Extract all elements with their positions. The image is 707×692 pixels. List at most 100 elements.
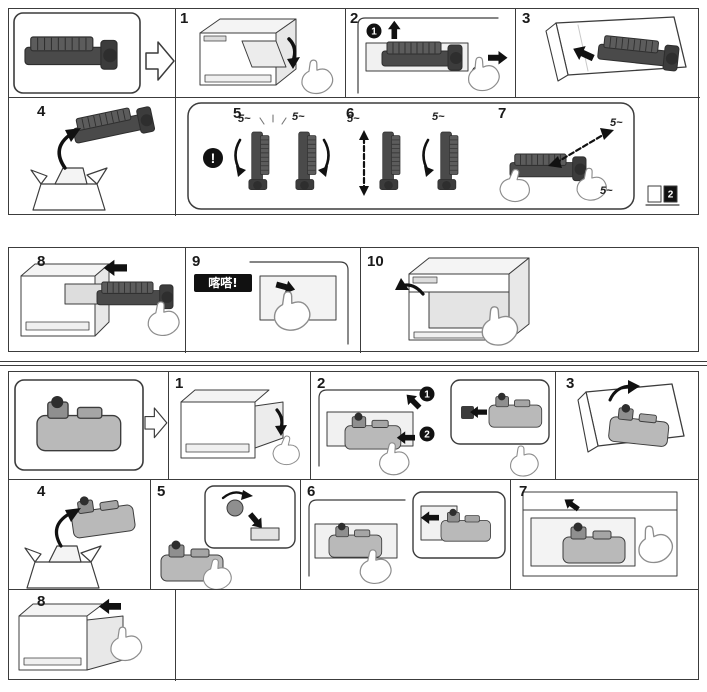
waste-toner-box-illustration	[68, 489, 137, 540]
install-detail-inset	[412, 491, 506, 559]
waste-steps-row-1: 1 2 1	[8, 371, 700, 481]
step-number: 6	[307, 483, 316, 500]
step-badge-1: 1	[419, 386, 435, 402]
shake-count-label: 5~	[432, 111, 445, 123]
svg-text:喀嗒!: 喀嗒!	[208, 275, 237, 290]
page-reference-icon: 2	[645, 185, 680, 206]
step-number: 5	[157, 483, 166, 500]
panel-waste-step-3: 3	[556, 372, 700, 481]
unpack-arrowhead	[65, 128, 81, 142]
open-direction-arrowhead	[287, 57, 300, 69]
panel-waste-step-6: 6	[301, 480, 511, 591]
step-number: 4	[37, 483, 46, 500]
pull-out-arrow-icon	[488, 51, 508, 65]
panel-toner-steps-5-6-7: 5 6 7 ! 5~ 5~	[176, 98, 700, 216]
panel-toner-step-8: 8	[9, 248, 186, 353]
step-number: 9	[192, 253, 201, 270]
step-badge-1: 1	[366, 23, 382, 39]
shake-sparks	[259, 114, 287, 125]
step-number: 2	[350, 10, 359, 27]
toner-cartridge-illustration	[381, 41, 463, 71]
printer-illustration	[199, 18, 297, 86]
close-arrow-icon	[98, 598, 121, 614]
front-cover-open	[241, 40, 287, 68]
step-number: 3	[566, 375, 575, 392]
unpack-arrow	[57, 132, 73, 170]
printer-frame	[308, 499, 406, 577]
shake-count-label: 5~	[610, 117, 623, 129]
section-separator	[0, 361, 707, 366]
packaging-box	[24, 545, 102, 589]
packaging-box	[30, 167, 108, 211]
printer-frame	[249, 261, 349, 345]
step-number: 7	[519, 483, 528, 500]
shake-step-5-illustration: 5~ 5~	[234, 111, 330, 190]
svg-text:2: 2	[668, 190, 674, 201]
svg-text:2: 2	[424, 430, 430, 441]
shake-count-label: 5~	[600, 185, 613, 197]
panel-waste-step-2: 2 1 2	[311, 372, 556, 481]
panel-toner-step-4: 4	[9, 98, 176, 216]
step-badge-2: 2	[419, 426, 435, 442]
toner-steps-bottom-block: 8 9 喀嗒!	[8, 247, 700, 353]
toner-cartridge-illustration	[24, 36, 118, 70]
proceed-arrow-icon	[144, 407, 168, 439]
step-3-illustration	[545, 16, 687, 82]
panel-toner-step-9: 9 喀嗒!	[186, 248, 361, 353]
waste-step-6-illustration	[308, 491, 506, 587]
step-8-illustration	[20, 259, 182, 339]
waste-step-3-illustration	[577, 380, 685, 453]
proceed-arrow-icon	[145, 41, 175, 81]
cap-detail-inset	[204, 485, 296, 549]
open-direction-arrowhead	[275, 425, 287, 436]
waste-intro-illustration	[14, 379, 168, 471]
waste-step-4-illustration	[24, 489, 137, 589]
cap	[226, 499, 244, 517]
hand-icon	[296, 55, 337, 98]
close-arrowhead	[395, 278, 409, 290]
step-1-illustration	[199, 18, 337, 98]
panel-waste-intro	[9, 372, 169, 481]
unpack-arrow	[54, 512, 71, 548]
release-arrow-icon	[388, 20, 401, 39]
printer-illustration	[180, 389, 284, 459]
panel-waste-step-1: 1	[169, 372, 311, 481]
panel-toner-step-10: 10	[361, 248, 700, 353]
step-10-illustration	[395, 257, 530, 351]
printer-illustration	[18, 603, 124, 671]
step-number: 8	[37, 593, 46, 610]
waste-steps-row-2: 4 5	[8, 479, 700, 591]
waste-step-5-illustration	[160, 485, 296, 591]
shake-count-label: 5~	[238, 113, 251, 125]
printer-illustration	[20, 263, 110, 337]
panel-waste-step-7: 7	[511, 480, 700, 591]
waste-step-2-illustration: 1 2	[318, 379, 550, 480]
shake-count-label: 5~	[347, 113, 360, 125]
insert-arrowhead	[628, 380, 640, 394]
waste-step-1-illustration	[180, 389, 300, 466]
hand-icon	[505, 442, 542, 480]
panel-waste-step-8: 8	[9, 590, 176, 681]
warning-icon: !	[203, 148, 223, 168]
toner-cartridge-illustration	[70, 102, 156, 148]
waste-step-7-illustration	[522, 491, 678, 577]
svg-text:1: 1	[371, 27, 377, 38]
step-2-illustration: 1 2	[357, 17, 508, 96]
step-number: 1	[175, 375, 184, 392]
unpack-arrowhead	[65, 508, 81, 522]
step-number: 1	[180, 10, 189, 27]
click-sound-label: 喀嗒!	[194, 274, 252, 292]
cap-holder	[250, 527, 280, 541]
svg-text:!: !	[211, 150, 216, 166]
toner-steps-top-block: 1 2	[8, 8, 700, 216]
side-cover-open	[254, 401, 284, 449]
step-number: 3	[522, 10, 531, 27]
step-number: 4	[37, 103, 46, 120]
panel-toner-step-3: 3	[516, 9, 700, 98]
panel-toner-step-1: 1	[176, 9, 346, 98]
step-number: 5	[233, 105, 242, 122]
svg-text:1: 1	[424, 390, 430, 401]
cap-detail-inset	[450, 379, 550, 445]
step-number: 10	[367, 253, 384, 270]
step-number: 8	[37, 253, 46, 270]
